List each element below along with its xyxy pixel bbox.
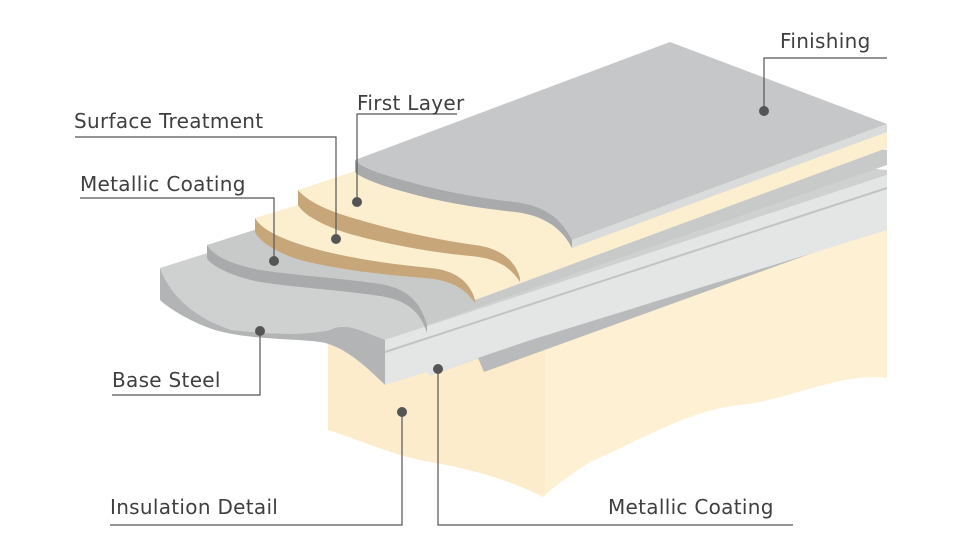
dot-first-layer xyxy=(352,197,362,207)
base-steel-side-line xyxy=(384,187,888,353)
label-insulation-detail: Insulation Detail xyxy=(110,495,279,519)
leader-dots xyxy=(255,106,769,417)
leader-metallic-coating-bottom xyxy=(437,369,793,526)
finishing-side xyxy=(572,124,887,248)
leader-finishing xyxy=(763,57,887,111)
finishing-top xyxy=(355,42,887,240)
dot-base-steel xyxy=(255,326,265,336)
finishing-front xyxy=(355,160,572,248)
label-base-steel: Base Steel xyxy=(112,368,221,392)
label-finishing: Finishing xyxy=(780,29,871,53)
surface-treatment-front xyxy=(255,218,475,303)
leader-first-layer xyxy=(356,113,457,202)
dot-insulation xyxy=(397,407,407,417)
dot-finishing xyxy=(759,106,769,116)
leader-surface-treatment xyxy=(75,136,337,239)
leader-metallic-coating-top xyxy=(80,197,275,261)
leader-base-steel xyxy=(112,331,261,396)
dot-metallic-coating-bottom xyxy=(433,364,443,374)
dot-surface-treatment xyxy=(331,234,341,244)
first-layer-front xyxy=(298,190,520,282)
leader-lines xyxy=(75,57,887,526)
base-steel-side xyxy=(385,175,887,385)
label-surface-treatment: Surface Treatment xyxy=(74,109,264,133)
metallic-coating-top-front xyxy=(207,245,427,333)
label-metallic-coating-bottom: Metallic Coating xyxy=(608,495,774,519)
dot-metallic-coating-top xyxy=(269,256,279,266)
label-metallic-coating-top: Metallic Coating xyxy=(80,172,246,196)
label-first-layer: First Layer xyxy=(357,91,465,115)
leader-insulation xyxy=(110,412,403,526)
